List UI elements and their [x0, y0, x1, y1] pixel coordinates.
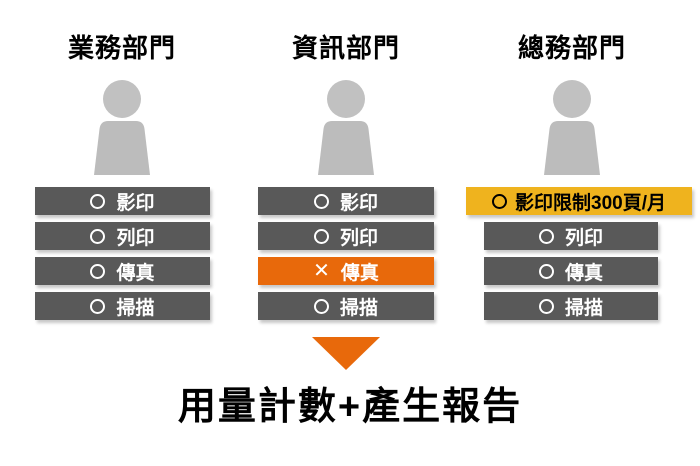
permission-label: 影印 [116, 192, 155, 214]
permission-row-limited: 影印限制300頁/月 [466, 187, 692, 215]
status-mark-icon [90, 298, 106, 314]
permission-label: 掃描 [116, 297, 155, 319]
permission-row: 列印 [258, 222, 434, 250]
user-icon [301, 80, 391, 175]
status-mark-icon [90, 263, 106, 279]
user-icon [527, 80, 617, 175]
permission-row: 列印 [484, 222, 658, 250]
permission-row: 影印 [35, 187, 210, 215]
column-title-general-affairs-department: 總務部門 [517, 33, 626, 63]
status-mark-icon: ✕ [313, 260, 330, 282]
permission-row: 影印 [258, 187, 434, 215]
permission-label: 傳真 [340, 262, 379, 284]
permission-label: 列印 [116, 227, 155, 249]
status-mark-icon [90, 228, 106, 244]
permission-label: 掃描 [339, 297, 378, 319]
permission-label: 傳真 [116, 262, 155, 284]
status-mark-icon [313, 193, 329, 209]
footer-caption: 用量計數+產生報告 [177, 386, 523, 428]
user-icon [77, 80, 167, 175]
permission-label: 列印 [564, 227, 603, 249]
status-mark-icon [492, 193, 507, 209]
status-mark-icon [538, 228, 554, 244]
status-mark-icon [538, 263, 554, 279]
status-mark-icon [313, 298, 329, 314]
permission-row: 掃描 [258, 292, 434, 320]
down-arrow-icon [312, 337, 380, 370]
permission-label: 影印限制300頁/月 [515, 192, 666, 214]
status-mark-icon [538, 298, 554, 314]
permission-row: 掃描 [484, 292, 658, 320]
status-mark-icon [90, 193, 106, 209]
permission-row: 掃描 [35, 292, 210, 320]
permission-row: 傳真 [484, 257, 658, 285]
status-mark-icon [313, 228, 329, 244]
permission-row: 傳真 [35, 257, 210, 285]
permission-row-denied: ✕ 傳真 [258, 257, 434, 285]
permission-label: 列印 [339, 227, 378, 249]
column-title-sales-department: 業務部門 [67, 33, 176, 63]
permission-label: 掃描 [564, 297, 603, 319]
permission-label: 傳真 [564, 262, 603, 284]
column-title-it-department: 資訊部門 [291, 33, 400, 63]
permission-row: 列印 [35, 222, 210, 250]
permission-label: 影印 [339, 192, 378, 214]
